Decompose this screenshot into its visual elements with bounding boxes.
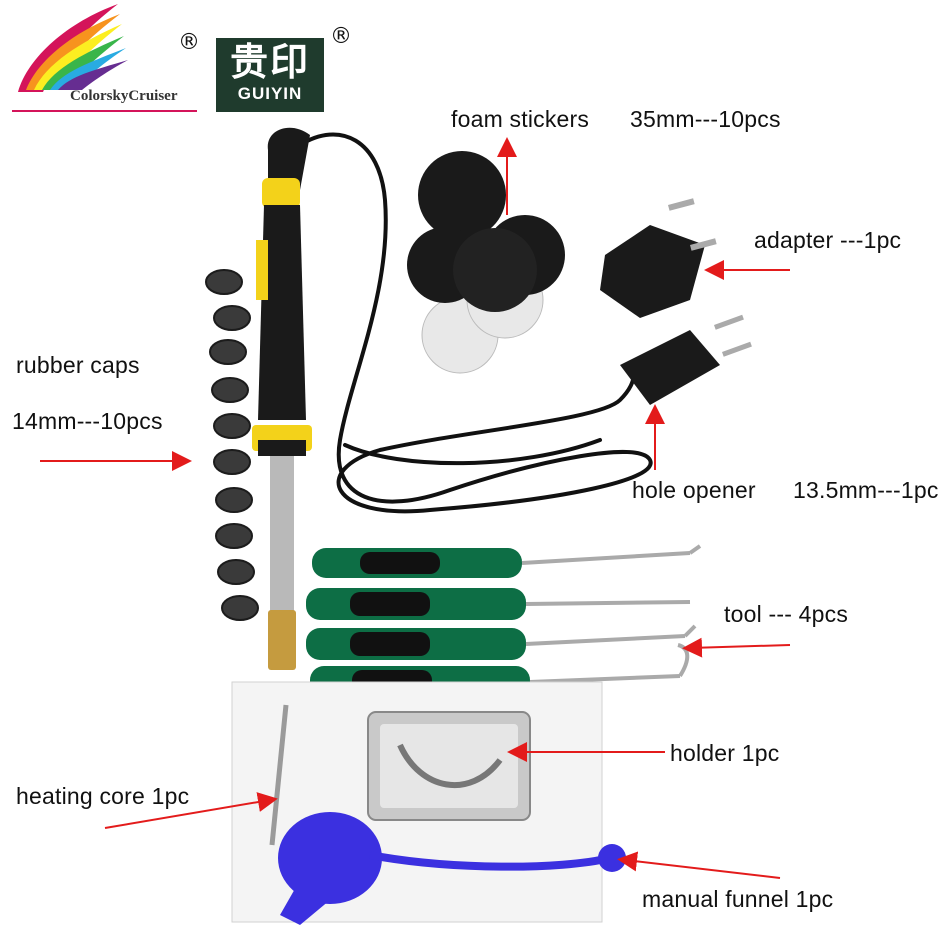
rubber-caps [205,269,259,621]
registered-mark-2: ® [330,24,352,49]
rubber-caps-label: rubber caps [16,352,140,378]
power-plug [620,314,752,405]
pick-tools [306,544,702,698]
annotation-arrows [40,137,791,879]
iron-holder [367,711,531,821]
guiyin-logo-name: GUIYIN [237,84,303,103]
rubber-caps-spec: 14mm---10pcs [12,408,163,434]
colorsky-logo-icon [18,4,128,92]
heating-core-label: heating core 1pc [16,783,190,809]
tool-label: tool --- 4pcs [724,601,849,627]
guiyin-logo: 贵印 GUIYIN [216,38,324,112]
heating-core-arrow [104,792,278,829]
logo-underline [12,110,197,112]
funnel-arrow [617,851,781,879]
heating-core [269,704,289,846]
guiyin-logo-chinese: 贵印 [229,40,310,84]
foam-stickers-spec: 35mm---10pcs [630,106,781,132]
foam-stickers-label: foam stickers [451,106,590,132]
registered-mark-1: ® [178,30,200,55]
colorsky-logo-text: ColorskyCruiser [70,88,178,104]
holder-label: holder 1pc [670,740,780,766]
hole-opener-spec: 13.5mm---1pc [793,477,939,503]
adapter-label: adapter ---1pc [754,227,902,253]
hole-opener-label: hole opener [632,477,756,503]
plug-adapter [600,198,717,318]
soldering-iron [252,127,312,670]
power-cord [298,132,653,514]
manual-funnel [278,812,626,925]
manual-funnel-label: manual funnel 1pc [642,886,834,912]
foam-stickers [407,151,565,374]
tool-arrow [682,637,791,658]
